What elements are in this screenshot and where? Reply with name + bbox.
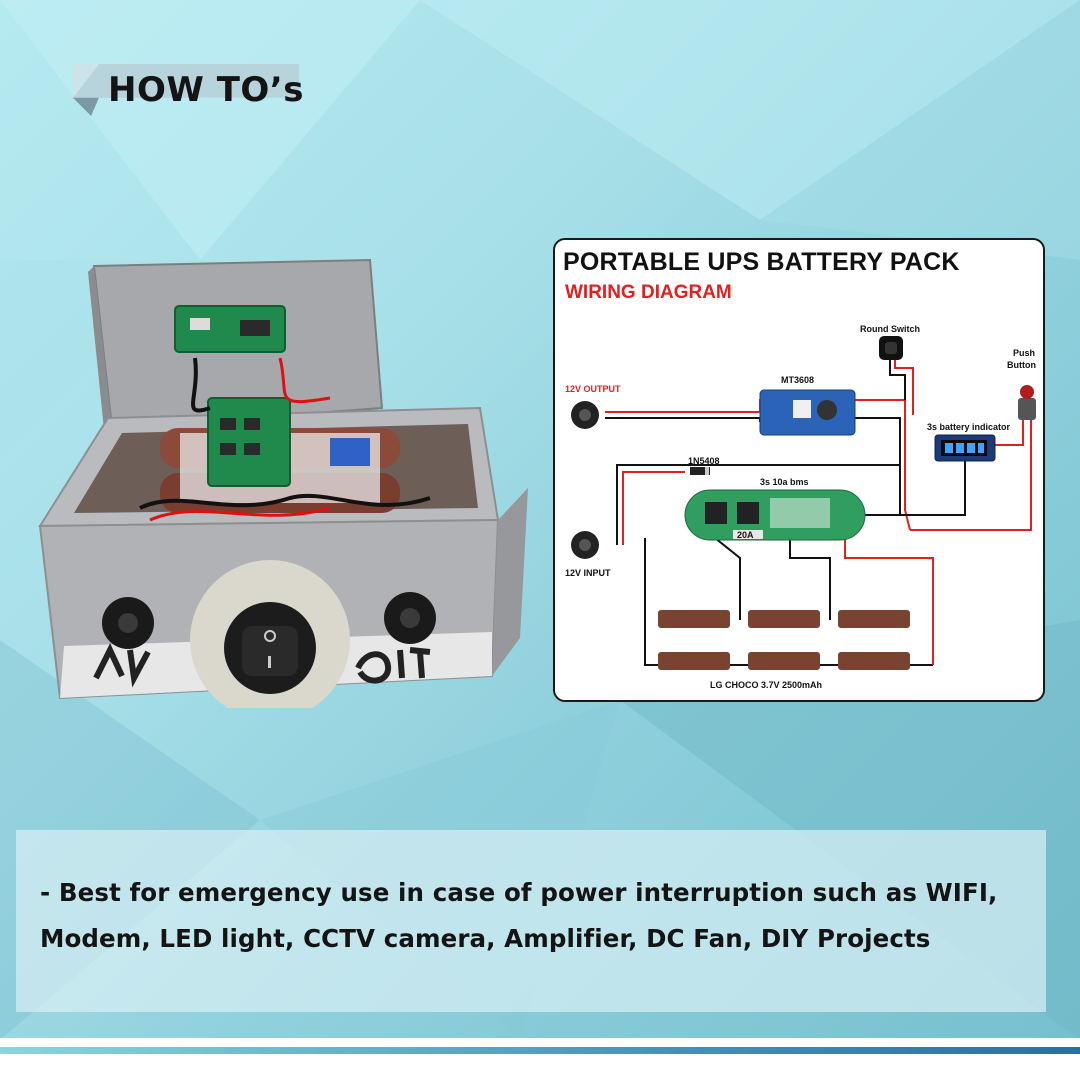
header-ribbon — [72, 64, 300, 116]
label-12v-output: 12V OUTPUT — [565, 384, 621, 394]
footer-stripe-blue — [0, 1047, 1080, 1054]
footer-stripe-base — [0, 1054, 1080, 1080]
wiring-diagram: 12V OUTPUT 12V INPUT MT3608 Round Switch… — [565, 324, 1036, 690]
label-mt3608: MT3608 — [781, 375, 814, 385]
label-button: Button — [1007, 360, 1036, 370]
description-line-1: - Best for emergency use in case of powe… — [40, 878, 998, 907]
page-title: HOW TO’s — [108, 70, 304, 110]
footer-stripe-white — [0, 1038, 1080, 1047]
ups-box-photo — [38, 258, 528, 708]
label-cells: LG CHOCO 3.7V 2500mAh — [710, 680, 822, 690]
diagram-subtitle: WIRING DIAGRAM — [565, 282, 732, 303]
description-line-2: Modem, LED light, CCTV camera, Amplifier… — [40, 924, 931, 953]
label-bms-rating: 20A — [737, 530, 754, 540]
label-bms: 3s 10a bms — [760, 477, 809, 487]
wiring-diagram-card: PORTABLE UPS BATTERY PACK WIRING DIAGRAM… — [553, 238, 1045, 702]
diagram-title: PORTABLE UPS BATTERY PACK — [563, 248, 960, 276]
label-push: Push — [1013, 348, 1035, 358]
label-round-switch: Round Switch — [860, 324, 920, 334]
description-panel: - Best for emergency use in case of powe… — [16, 830, 1046, 1012]
label-battery-indicator: 3s battery indicator — [927, 422, 1011, 432]
label-12v-input: 12V INPUT — [565, 568, 611, 578]
label-diode: 1N5408 — [688, 456, 720, 466]
battery-cells — [658, 610, 910, 670]
